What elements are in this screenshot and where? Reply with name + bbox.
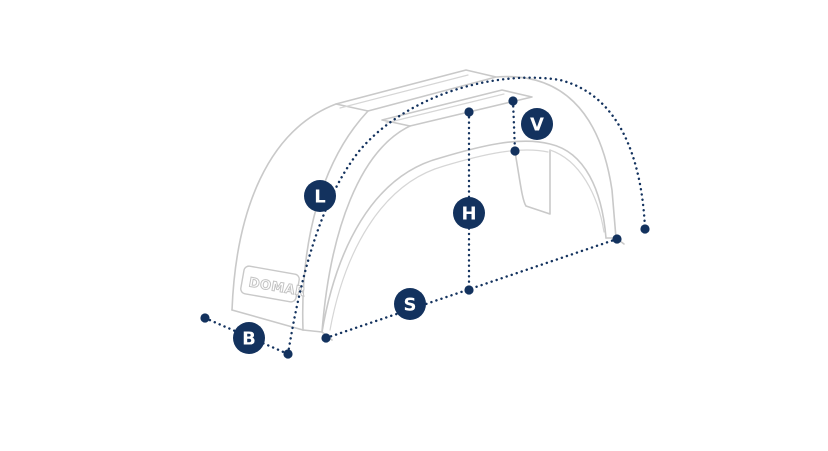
- dim-H-bottom-dot: [464, 285, 474, 295]
- outer-skin: [231, 103, 337, 311]
- dim-H-top-dot: [464, 107, 474, 117]
- inner-recess-arc: [549, 149, 605, 233]
- front-wall-edge: [301, 110, 369, 331]
- mudguard-outline: DOMAR: [231, 69, 625, 341]
- back-top-arc: [495, 75, 617, 239]
- badge-H: H: [453, 197, 485, 229]
- inner-arch-lip: [329, 149, 549, 331]
- top-rib-back: [381, 89, 533, 127]
- dim-line-V: [511, 99, 517, 153]
- outer-skin-bottom: [231, 309, 304, 331]
- dim-L-end-dot: [640, 224, 650, 234]
- top-rib-front-inner: [339, 74, 469, 109]
- inner-arch: [321, 140, 607, 333]
- badge-V-text: V: [530, 115, 544, 136]
- dimension-lines: [200, 76, 650, 359]
- dim-line-B: [203, 316, 290, 356]
- dim-S-end-dot: [612, 234, 622, 244]
- inner-recess: [514, 149, 551, 215]
- badge-V: V: [521, 108, 553, 140]
- dim-V-bottom-dot: [510, 146, 520, 156]
- domar-logo: DOMAR: [240, 265, 307, 303]
- dim-B-start-dot: [200, 313, 210, 323]
- top-rib-back-inner: [385, 93, 505, 124]
- dim-line-L: [286, 76, 647, 356]
- badge-B: B: [233, 322, 265, 354]
- badge-L: L: [304, 180, 336, 212]
- badge-S: S: [394, 288, 426, 320]
- top-rib-front: [335, 69, 497, 112]
- badge-L-text: L: [314, 187, 325, 208]
- badge-B-text: B: [242, 329, 256, 350]
- dim-S-start-dot: [321, 333, 331, 343]
- badge-H-text: H: [461, 204, 476, 225]
- dim-L-start-dot: [283, 349, 293, 359]
- badge-S-text: S: [404, 295, 417, 316]
- dim-V-top-dot: [508, 96, 518, 106]
- inner-face-top: [321, 125, 411, 333]
- dimension-badges: L H V S B: [233, 108, 553, 354]
